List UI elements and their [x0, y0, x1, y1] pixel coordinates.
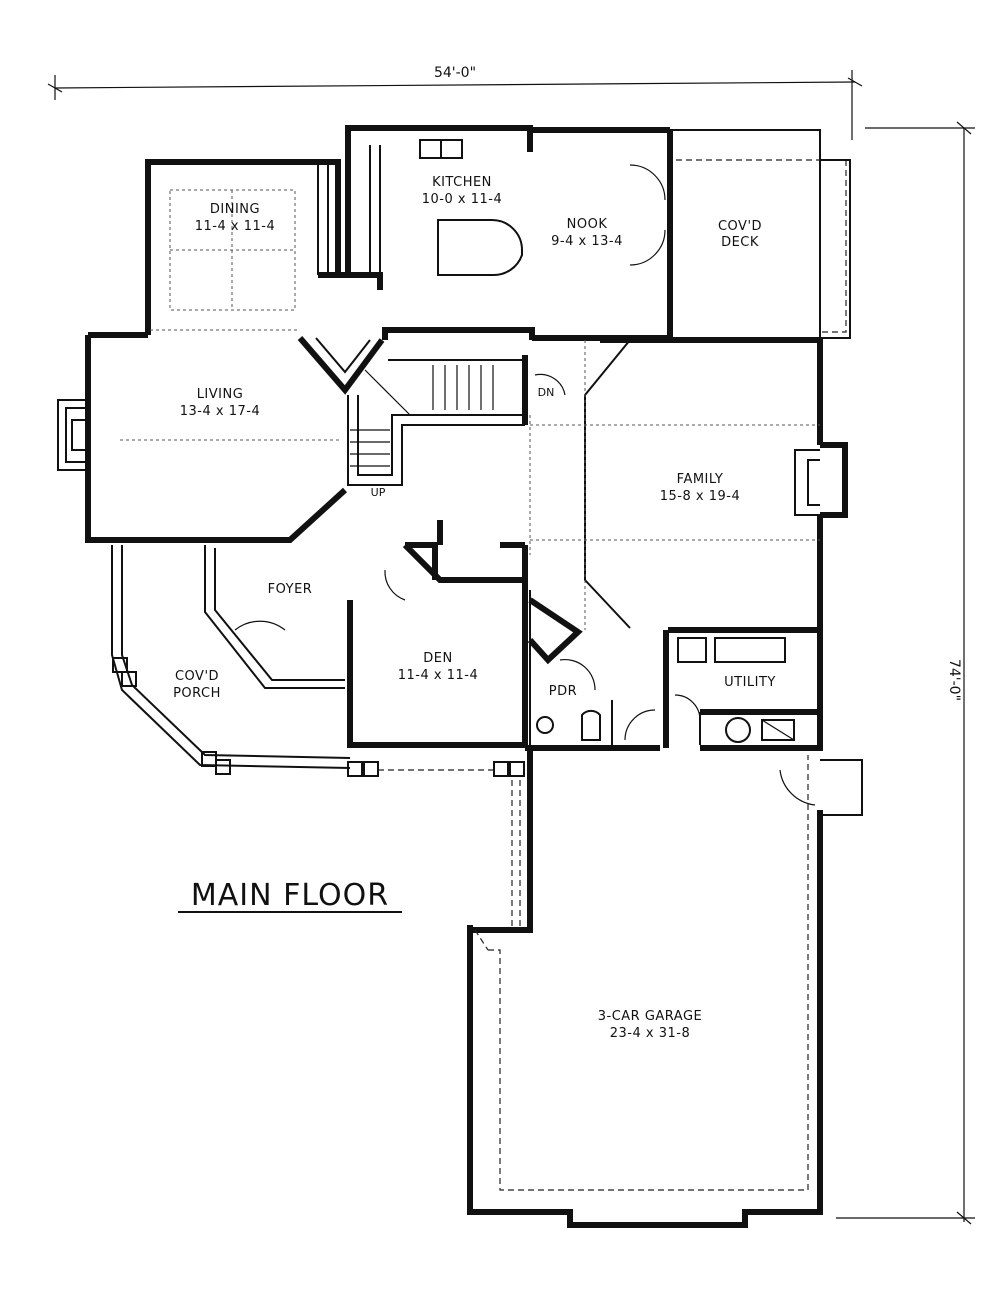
pdr-name: PDR: [549, 684, 577, 699]
utility-name: UTILITY: [724, 675, 776, 690]
exterior-walls: [57, 125, 863, 1228]
garage-dashed-outline: [488, 755, 809, 1191]
living-size: 13-4 x 17-4: [180, 404, 260, 419]
dining-name: DINING: [210, 202, 260, 217]
stair-up-label: UP: [371, 486, 386, 499]
den-name: DEN: [423, 651, 452, 666]
deck-name-2: DECK: [721, 235, 759, 250]
porch-name-2: PORCH: [173, 686, 221, 701]
stair-down-label: DN: [538, 386, 555, 399]
dining-size: 11-4 x 11-4: [195, 219, 275, 234]
nook-name: NOOK: [567, 217, 608, 232]
garage-size: 23-4 x 31-8: [610, 1026, 690, 1041]
deck-name-1: COV'D: [718, 219, 762, 234]
living-name: LIVING: [197, 387, 244, 402]
kitchen-size: 10-0 x 11-4: [422, 192, 502, 207]
family-size: 15-8 x 19-4: [660, 489, 740, 504]
water-heater: [725, 717, 751, 743]
width-dimension-line: [47, 70, 863, 140]
den-size: 11-4 x 11-4: [398, 668, 478, 683]
nook-size: 9-4 x 13-4: [551, 234, 623, 249]
kitchen-island: [437, 219, 523, 277]
washer: [677, 637, 707, 663]
porch-name-1: COV'D: [175, 669, 219, 684]
interior-walls: [204, 145, 701, 748]
ceiling-dash-lines: [120, 189, 820, 630]
porch-outline: [111, 545, 525, 930]
foyer-name: FOYER: [268, 582, 313, 597]
sink-icon: [581, 709, 601, 741]
garage-name: 3-CAR GARAGE: [598, 1009, 703, 1024]
depth-dimension-line: [836, 121, 975, 1225]
dryer: [714, 637, 786, 663]
kitchen-name: KITCHEN: [432, 175, 492, 190]
door-swings: [234, 164, 816, 806]
plan-title: MAIN FLOOR: [191, 878, 389, 913]
family-name: FAMILY: [677, 472, 724, 487]
furnace: [761, 719, 795, 741]
depth-dimension-label: 74'-0": [946, 659, 962, 701]
stair-treads: [350, 365, 494, 467]
toilet-icon: [536, 716, 554, 734]
width-dimension-label: 54'-0": [434, 65, 476, 81]
